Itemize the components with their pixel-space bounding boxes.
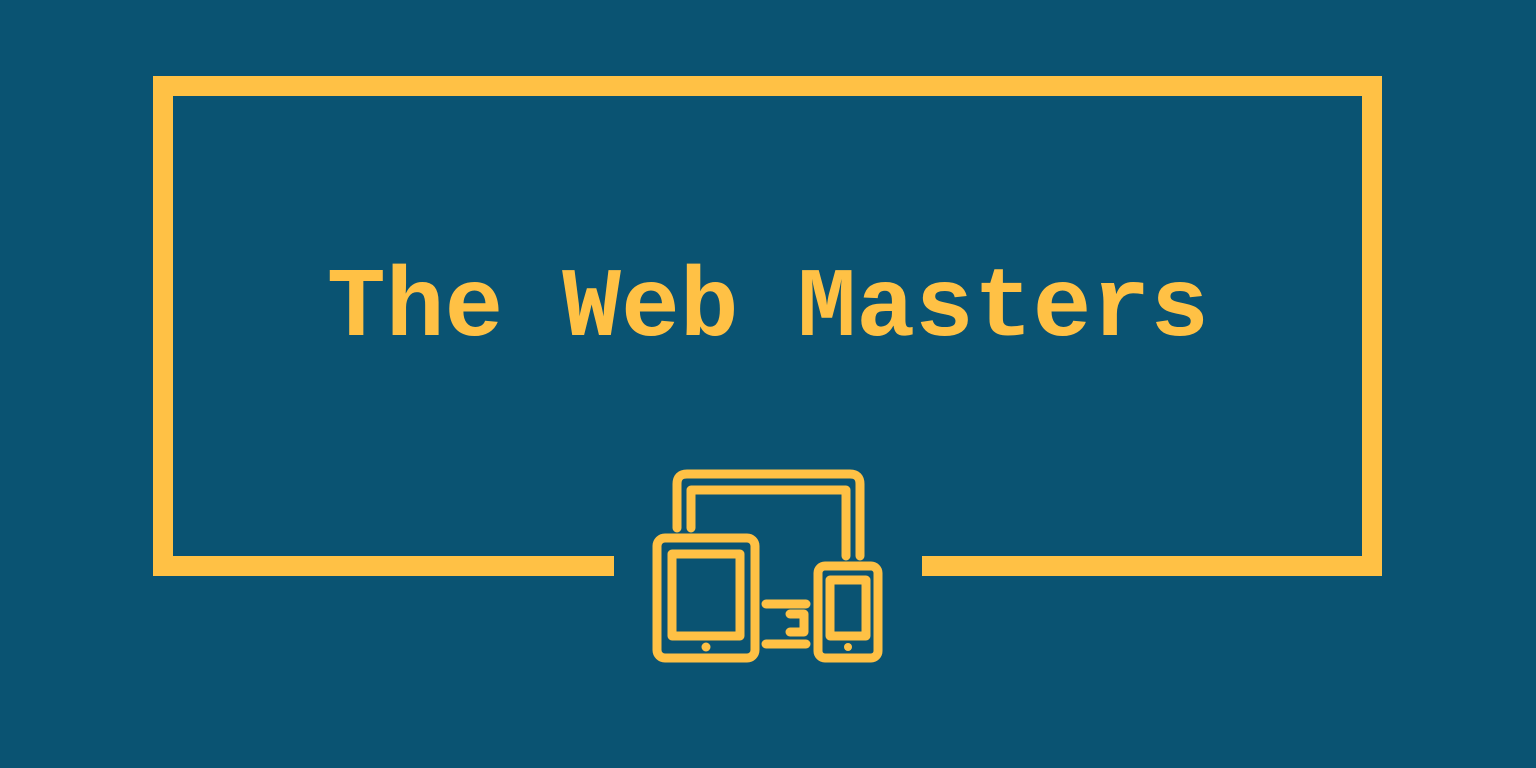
frame-bottom-left-border — [153, 556, 614, 576]
stand-bracket — [785, 609, 809, 637]
frame-top-border — [153, 76, 1382, 96]
frame-bottom-right-border — [922, 556, 1382, 576]
phone-screen-shape — [825, 575, 871, 641]
monitor-outer-shape — [672, 469, 865, 561]
phone-outer-shape — [813, 561, 883, 663]
tablet-outer-shape — [652, 533, 760, 663]
tablet-screen-shape — [667, 549, 745, 641]
monitor-inner-shape — [686, 485, 851, 561]
phone-home-button — [844, 643, 852, 651]
tablet-home-button — [701, 642, 711, 652]
logo-title: The Web Masters — [326, 254, 1210, 365]
frame-right-border — [1362, 76, 1382, 576]
frame-left-border — [153, 76, 173, 576]
responsive-devices-icon — [652, 469, 883, 663]
